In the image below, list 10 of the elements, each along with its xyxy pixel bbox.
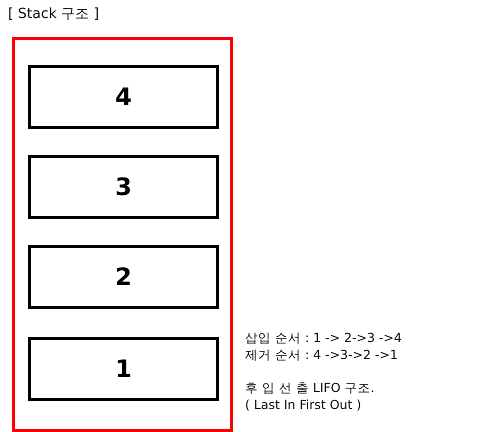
stack-item-box: 4 bbox=[28, 65, 219, 129]
stack-container bbox=[12, 37, 233, 432]
note-text: ( Last In First Out ) bbox=[245, 396, 362, 413]
stack-item-box: 1 bbox=[28, 337, 219, 401]
note-text: 삽입 순서 : 1 -> 2->3 ->4 bbox=[245, 329, 402, 346]
stack-item-box: 3 bbox=[28, 155, 219, 219]
diagram-title: [ Stack 구조 ] bbox=[8, 5, 100, 23]
note-text: 제거 순서 : 4 ->3->2 ->1 bbox=[245, 346, 399, 363]
stack-item-box: 2 bbox=[28, 245, 219, 309]
note-text: 후 입 선 출 LIFO 구조. bbox=[245, 379, 376, 396]
